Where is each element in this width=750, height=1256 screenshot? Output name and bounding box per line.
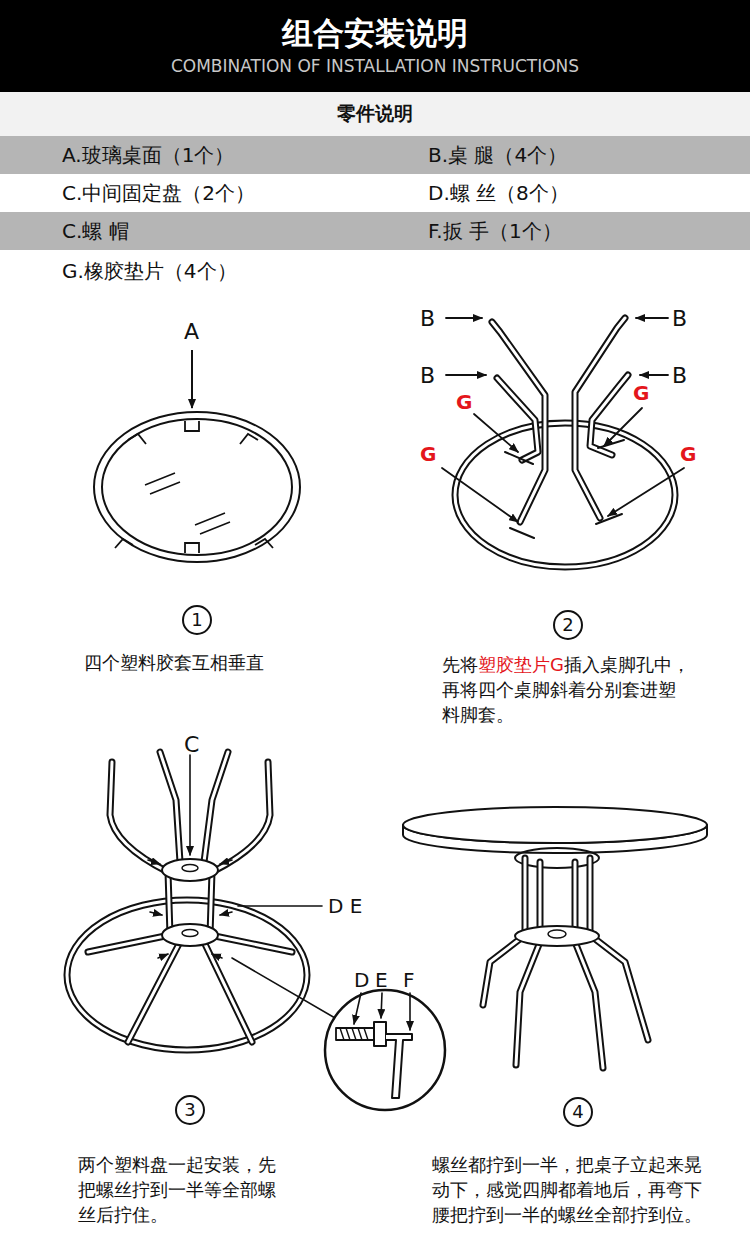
- part-letter: B: [672, 305, 687, 333]
- page-title: 组合安装说明: [0, 14, 750, 53]
- table-cell: B.桌 腿（4个）: [428, 143, 567, 168]
- part-letter: E: [375, 968, 388, 993]
- step-number-circle: 4: [563, 1097, 593, 1127]
- table-cell: C.中间固定盘（2个）: [62, 181, 255, 206]
- part-letter: G: [456, 390, 472, 415]
- step-number: 3: [184, 1101, 195, 1119]
- part-letter: D: [354, 968, 369, 993]
- step-number-circle: 1: [182, 605, 212, 635]
- part-letter: B: [420, 305, 435, 333]
- part-letter: C: [184, 731, 199, 759]
- table-cell: A.玻璃桌面（1个）: [62, 143, 234, 168]
- step-number: 2: [562, 616, 573, 634]
- step-number-circle: 3: [175, 1095, 205, 1125]
- step-note-highlight: 塑胶垫片G: [478, 654, 564, 675]
- table-cell: D.螺 丝（8个）: [428, 181, 569, 206]
- part-letter: B: [420, 362, 435, 390]
- table-cell: F.扳 手（1个）: [428, 219, 562, 244]
- part-letter: D E: [328, 894, 362, 919]
- step-note: 四个塑料胶套互相垂直: [84, 652, 264, 675]
- part-letter: B: [672, 362, 687, 390]
- part-letter: G: [420, 442, 436, 467]
- table-cell: C.螺 帽: [62, 219, 129, 244]
- step-number: 1: [191, 611, 202, 629]
- step-number-circle: 2: [553, 610, 583, 640]
- step-note: 先将: [442, 654, 478, 675]
- part-letter: A: [184, 318, 199, 346]
- step-note: 两个塑料盘一起安装，先把螺丝拧到一半等全部螺丝后拧住。: [78, 1152, 283, 1228]
- table-cell: G.橡胶垫片（4个）: [62, 259, 237, 284]
- part-letter: F: [403, 968, 415, 993]
- table-heading: 零件说明: [0, 102, 750, 126]
- step-number: 4: [572, 1103, 583, 1121]
- part-letter: G: [633, 381, 649, 406]
- step-note: 螺丝都拧到一半，把桌子立起来晃动下，感觉四脚都着地后，再弯下腰把拧到一半的螺丝全…: [432, 1152, 707, 1228]
- part-letter: G: [680, 442, 696, 467]
- subtitle: COMBINATION OF INSTALLATION INSTRUCTIONS: [0, 56, 750, 77]
- step-note-block: 先将塑胶垫片G插入桌脚孔中，再将四个桌脚斜着分别套进塑料脚套。: [442, 652, 692, 728]
